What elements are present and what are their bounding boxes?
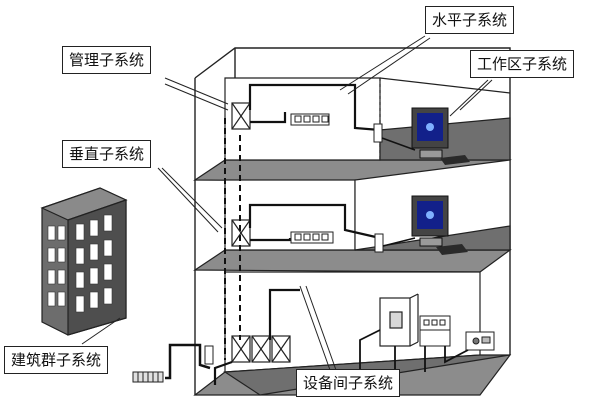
top-floor-room xyxy=(224,77,511,161)
computer-icon-top xyxy=(411,107,470,165)
equipment-panels-ground xyxy=(231,335,291,363)
label-management-subsystem: 管理子系统 xyxy=(62,46,152,74)
management-panel-middle xyxy=(231,219,251,247)
patch-bar-middle xyxy=(290,231,334,244)
wall-outlet-ground xyxy=(204,345,214,365)
campus-building-icon xyxy=(40,187,128,336)
workstation-cables xyxy=(381,137,416,247)
label-campus-subsystem: 建筑群子系统 xyxy=(4,346,109,374)
horizontal-cabling xyxy=(213,83,381,385)
distribution-frame-icon xyxy=(419,315,451,347)
computer-icon-middle xyxy=(411,195,468,255)
server-cabinet-icon xyxy=(379,293,419,347)
telephone-switch-icon xyxy=(465,331,495,351)
vertical-backbone xyxy=(224,118,241,360)
label-work-area-subsystem: 工作区子系统 xyxy=(470,50,575,78)
callout-leaders xyxy=(81,35,493,371)
wall-outlet-middle xyxy=(374,233,384,253)
cable-coupler-icon xyxy=(132,371,164,383)
label-vertical-subsystem: 垂直子系统 xyxy=(62,140,152,168)
label-equipment-room-subsystem: 设备间子系统 xyxy=(296,369,401,397)
label-horizontal-subsystem: 水平子系统 xyxy=(425,6,515,34)
campus-link-cable xyxy=(165,343,211,380)
wall-outlet-top xyxy=(373,123,383,143)
management-panel-top xyxy=(231,102,251,130)
patch-bar-top xyxy=(290,113,330,126)
